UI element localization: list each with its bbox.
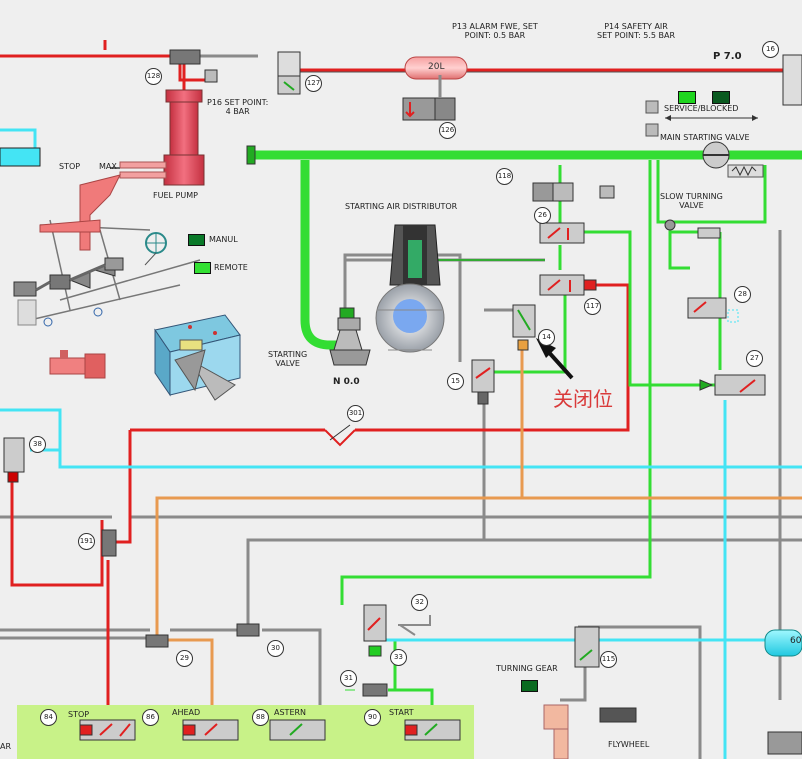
fuel-pump-label: FUEL PUMP	[153, 191, 198, 200]
turning-gear-label: TURNING GEAR	[496, 664, 558, 673]
shaft-graphic	[13, 232, 167, 327]
blocked-indicator[interactable]	[712, 91, 730, 104]
service-blocked-label: SERVICE/BLOCKED	[664, 104, 739, 113]
valve-27-tag[interactable]: 27	[746, 350, 763, 367]
valve-90-tag[interactable]: 90	[364, 709, 381, 726]
valve-15-tag[interactable]: 15	[447, 373, 464, 390]
valve-126-tag[interactable]: 126	[439, 122, 456, 139]
valve-14-tag[interactable]: 14	[538, 329, 555, 346]
valve-16-tag[interactable]: 16	[762, 41, 779, 58]
main-starting-valve[interactable]	[703, 142, 729, 168]
valve-33-tag[interactable]: 33	[390, 649, 407, 666]
closed-position-annotation: 关闭位	[553, 387, 613, 411]
throttle-301-tag[interactable]: 301	[347, 405, 364, 422]
remote-mode-indicator[interactable]	[194, 262, 211, 274]
valve-115-tag[interactable]: 115	[600, 651, 617, 668]
tag-60-label: 60	[790, 636, 802, 646]
distributor-graphic	[375, 224, 445, 353]
flywheel-graphic	[543, 704, 569, 759]
valve-30-tag[interactable]: 30	[267, 640, 284, 657]
manual-mode-label: MANUL	[209, 235, 238, 244]
p13-alarm-label: P13 ALARM FWE, SET POINT: 0.5 BAR	[452, 22, 538, 41]
motor-graphic	[49, 350, 106, 379]
stop-command-label: STOP	[68, 710, 90, 719]
p14-safety-air-label: P14 SAFETY AIR SET POINT: 5.5 BAR	[597, 22, 676, 41]
valve-126-graphic	[402, 75, 456, 121]
stop-label: STOP	[59, 162, 81, 171]
start-command-label: START	[389, 708, 414, 717]
valve-29-tag[interactable]: 29	[176, 650, 193, 667]
starting-air-distributor-label: STARTING AIR DISTRIBUTOR	[345, 202, 458, 211]
valve-14[interactable]	[513, 305, 535, 350]
valve-38-tag[interactable]: 38	[29, 436, 46, 453]
valve-128-tag[interactable]: 128	[145, 68, 162, 85]
control-box-graphic	[154, 314, 241, 401]
valve-191-tag[interactable]: 191	[78, 533, 95, 550]
valve-31-tag[interactable]: 31	[340, 670, 357, 687]
remote-mode-label: REMOTE	[214, 263, 248, 272]
ahead-command-valve[interactable]	[183, 720, 238, 740]
flywheel-label: FLYWHEEL	[608, 740, 650, 749]
air-pipes	[250, 150, 802, 740]
astern-command-label: ASTERN	[274, 708, 307, 717]
p16-setpoint-label: P16 SET POINT: 4 BAR	[207, 98, 269, 117]
astern-command-valve[interactable]	[270, 720, 325, 740]
starting-valve[interactable]	[330, 308, 370, 365]
valve-117-tag[interactable]: 117	[584, 298, 601, 315]
starting-valve-label: STARTING VALVE	[268, 350, 308, 369]
valve-88-tag[interactable]: 88	[252, 709, 269, 726]
valve-127-tag[interactable]: 127	[305, 75, 322, 92]
starting-valve-graphic	[329, 307, 371, 366]
orange-lines	[155, 350, 802, 740]
ar-label: AR	[0, 742, 12, 751]
start-command-valve[interactable]	[405, 720, 460, 740]
slow-turning-valve-label: SLOW TURNING VALVE	[660, 192, 723, 211]
gray-lines	[0, 54, 802, 759]
ahead-command-label: AHEAD	[172, 708, 201, 717]
max-label: MAX	[99, 162, 117, 171]
main-starting-valve-graphic	[702, 141, 764, 178]
valve-32-tag[interactable]: 32	[411, 594, 428, 611]
air-receiver-graphic	[404, 56, 468, 80]
valve-118-tag[interactable]: 118	[496, 168, 513, 185]
valve-26-tag[interactable]: 26	[534, 207, 551, 224]
manual-mode-indicator[interactable]	[188, 234, 205, 246]
valve-28-tag[interactable]: 28	[734, 286, 751, 303]
stop-command-valve[interactable]	[80, 720, 135, 740]
valve-86-tag[interactable]: 86	[142, 709, 159, 726]
fuel-pump-graphic	[110, 89, 205, 186]
pressure-p7-readout: P 7.0	[713, 51, 742, 62]
turning-gear-indicator[interactable]	[521, 680, 538, 692]
main-starting-valve-label: MAIN STARTING VALVE	[660, 133, 750, 142]
service-indicator[interactable]	[678, 91, 696, 104]
receiver-volume-label: 20L	[428, 62, 445, 72]
valve-84-tag[interactable]: 84	[40, 709, 57, 726]
speed-n-readout: N 0.0	[333, 377, 360, 387]
